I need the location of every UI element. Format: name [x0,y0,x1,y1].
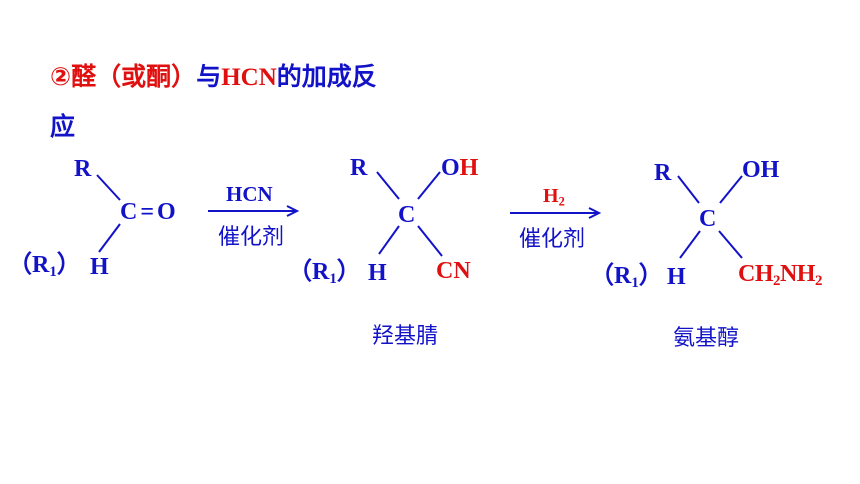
reactant-o: O [157,199,176,225]
reactant-double-bond: = [140,199,155,225]
arrow2-reagent: H2 [543,185,565,209]
product2-name: 氨基醇 [673,326,740,351]
product1-bond-oh [417,171,441,200]
product2-c: C [699,206,717,232]
product1-r: R [350,155,368,181]
product2-ch2nh2: CH2NH2 [738,261,822,290]
heading-with: 与 [196,62,222,91]
product2-bond-r [677,175,700,204]
product2-bond-ch2 [718,230,743,259]
reactant-r1-group: （R1） [8,252,81,281]
product1-c: C [398,202,416,228]
product1-r1-group: （R1） [288,259,361,288]
product2-r: R [654,160,672,186]
product2-bond-oh [719,175,743,204]
heading-reagent: HCN [221,64,277,91]
arrow1-catalyst: 催化剂 [218,225,285,250]
product2-bond-h [679,230,701,259]
reactant-bond-r [96,174,121,201]
product1-h: H [368,260,387,286]
product1-oh: OH [441,155,479,181]
heading: ②醛（或酮）与HCN的加成反 [50,64,377,90]
arrow1-reagent: HCN [226,182,273,206]
heading-aldehyde: 醛（或酮） [71,62,197,91]
heading-number: ② [50,62,72,91]
heading-line2: 应 [50,112,76,141]
product2-h: H [667,264,686,290]
product2-oh: OH [742,157,780,183]
arrow2-catalyst: 催化剂 [519,227,586,252]
reactant-h: H [90,254,109,280]
product1-name: 羟基腈 [372,324,439,349]
product2-r1-group: （R1） [590,263,663,292]
product1-bond-h [378,225,400,255]
arrow1-head [286,205,300,217]
reactant-c: C [120,199,138,225]
product1-cn: CN [436,258,471,284]
reactant-carbonyl: C=O [120,200,176,224]
reactant-r: R [74,156,92,182]
product1-bond-cn [417,225,443,257]
heading-rest: 的加成反 [276,62,377,91]
product1-bond-r [376,171,400,200]
reactant-bond-h [98,223,121,253]
arrow2-head [588,207,602,219]
